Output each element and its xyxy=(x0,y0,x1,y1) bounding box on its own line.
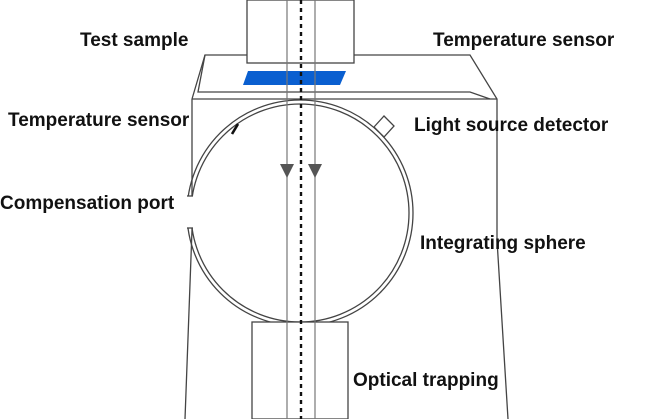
compensation-port xyxy=(185,196,194,228)
integrating-sphere xyxy=(186,99,414,327)
label-temperature-sensor-top: Temperature sensor xyxy=(433,30,615,51)
label-compensation-port: Compensation port xyxy=(0,193,175,214)
light-source-detector-port xyxy=(373,115,395,138)
label-temperature-sensor-left: Temperature sensor xyxy=(8,110,190,131)
label-optical-trapping: Optical trapping xyxy=(353,370,499,391)
label-integrating-sphere: Integrating sphere xyxy=(420,233,586,254)
beam-left-arrow xyxy=(280,164,294,178)
temperature-sensor-probe xyxy=(230,123,240,135)
label-light-source-detector: Light source detector xyxy=(414,115,609,136)
light-beams xyxy=(286,0,316,419)
housing-top-inner-edge xyxy=(197,54,491,100)
label-test-sample: Test sample xyxy=(80,30,188,51)
housing xyxy=(184,54,509,419)
sphere-outer xyxy=(186,99,414,327)
beam-right-arrow xyxy=(308,164,322,178)
housing-outline xyxy=(191,54,509,419)
housing-left-wall xyxy=(184,99,193,419)
test-sample xyxy=(243,71,346,85)
